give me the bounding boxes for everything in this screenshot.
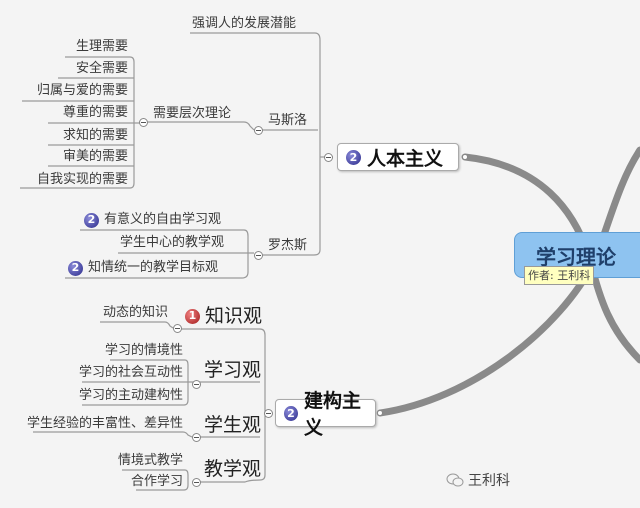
collapse-rogers-button[interactable] [254, 251, 263, 260]
priority-2-icon: 2 [84, 212, 99, 228]
collapse-learning-button[interactable] [192, 380, 201, 389]
need-item: 安全需要 [75, 61, 128, 76]
collapse-teaching-button[interactable] [192, 478, 201, 487]
constructivism-node[interactable]: 2 建构主义 [275, 390, 376, 439]
wechat-icon [446, 473, 464, 487]
constructivism-connector [377, 410, 383, 416]
humanism-connector [462, 154, 468, 160]
teaching-item: 情境式教学 [117, 453, 183, 468]
rogers-item: 学生中心的教学观 [120, 235, 225, 250]
knowledge-view: 1 知识观 [185, 305, 262, 327]
need-item: 生理需要 [75, 39, 128, 54]
collapse-constructivism-button[interactable] [264, 409, 273, 418]
teaching-item: 合作学习 [130, 474, 183, 489]
learning-label: 学习观 [204, 359, 262, 381]
collapse-humanism-button[interactable] [324, 153, 333, 162]
learning-item: 学习的情境性 [104, 343, 183, 358]
need-item: 审美的需要 [62, 149, 128, 164]
rogers-item: 2 知情统一的教学目标观 [68, 260, 218, 276]
collapse-maslow-button[interactable] [254, 126, 263, 135]
teaching-label: 教学观 [204, 458, 262, 480]
author-note: 作者: 王利科 [524, 266, 595, 285]
constructivism-label: 建构主义 [304, 390, 362, 439]
student-item: 学生经验的丰富性、差异性 [26, 416, 183, 431]
priority-2-icon: 2 [346, 149, 361, 165]
knowledge-label: 知识观 [205, 305, 263, 327]
priority-2-icon: 2 [68, 260, 83, 276]
rogers-item: 2 有意义的自由学习观 [84, 212, 221, 228]
main-branches [376, 146, 640, 417]
need-item: 求知的需要 [62, 128, 128, 143]
central-topic-title: 学习理论 [536, 245, 616, 269]
rogers-item-text: 知情统一的教学目标观 [88, 260, 219, 275]
hierarchy-label: 需要层次理论 [153, 106, 232, 121]
student-label: 学生观 [204, 414, 262, 436]
need-item: 自我实现的需要 [36, 172, 128, 187]
rogers-label: 罗杰斯 [268, 238, 308, 253]
priority-2-icon: 2 [284, 405, 299, 421]
collapse-knowledge-button[interactable] [173, 324, 182, 333]
collapse-hierarchy-button[interactable] [139, 118, 148, 127]
learning-item: 学习的主动建构性 [78, 388, 183, 403]
knowledge-item: 动态的知识 [103, 305, 169, 320]
watermark: 王利科 [446, 470, 510, 490]
humanism-node[interactable]: 2 人本主义 [337, 143, 459, 171]
collapse-student-button[interactable] [192, 433, 201, 442]
need-item: 尊重的需要 [62, 105, 128, 120]
priority-1-icon: 1 [185, 308, 200, 324]
maslow-label: 马斯洛 [268, 113, 308, 128]
watermark-text: 王利科 [468, 473, 510, 489]
rogers-item-text: 有意义的自由学习观 [104, 212, 222, 227]
learning-item: 学习的社会互动性 [78, 365, 183, 380]
humanism-label: 人本主义 [367, 147, 444, 170]
need-item: 归属与爱的需要 [36, 83, 128, 98]
maslow-potential: 强调人的发展潜能 [192, 16, 297, 31]
